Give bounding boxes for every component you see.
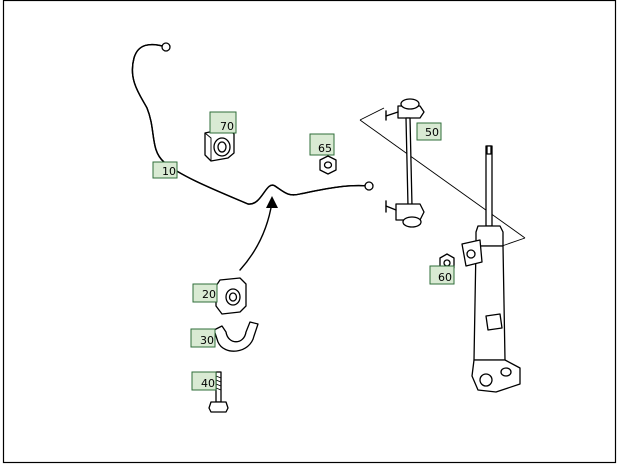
clamp-bushing-20[interactable] bbox=[215, 277, 247, 315]
callout-label-65: 65 bbox=[318, 142, 332, 155]
bar-end-left bbox=[161, 42, 171, 52]
bushing-70[interactable] bbox=[204, 127, 235, 162]
callout-label-70: 70 bbox=[220, 120, 234, 133]
callout-70[interactable]: 70 bbox=[209, 111, 237, 134]
callout-65[interactable]: 65 bbox=[309, 133, 335, 156]
callout-label-40: 40 bbox=[201, 377, 215, 390]
nut-65[interactable] bbox=[319, 155, 337, 175]
callout-label-20: 20 bbox=[202, 288, 216, 301]
strut-assembly[interactable] bbox=[461, 145, 521, 393]
bracket-30[interactable] bbox=[213, 321, 259, 352]
callout-60[interactable]: 60 bbox=[429, 265, 455, 285]
stabilizer-bar[interactable] bbox=[131, 42, 374, 205]
callout-30[interactable]: 30 bbox=[190, 328, 216, 348]
callout-label-50: 50 bbox=[425, 126, 439, 139]
callout-label-10: 10 bbox=[162, 165, 176, 178]
callout-40[interactable]: 40 bbox=[191, 371, 217, 391]
callout-50[interactable]: 50 bbox=[416, 122, 442, 141]
bar-end-right bbox=[364, 181, 374, 191]
callout-10[interactable]: 10 bbox=[152, 161, 178, 179]
callout-20[interactable]: 20 bbox=[192, 283, 218, 303]
callout-label-30: 30 bbox=[200, 334, 214, 347]
link-rod-50[interactable] bbox=[359, 98, 526, 247]
callout-label-60: 60 bbox=[438, 271, 452, 284]
direction-arrow bbox=[239, 196, 278, 271]
